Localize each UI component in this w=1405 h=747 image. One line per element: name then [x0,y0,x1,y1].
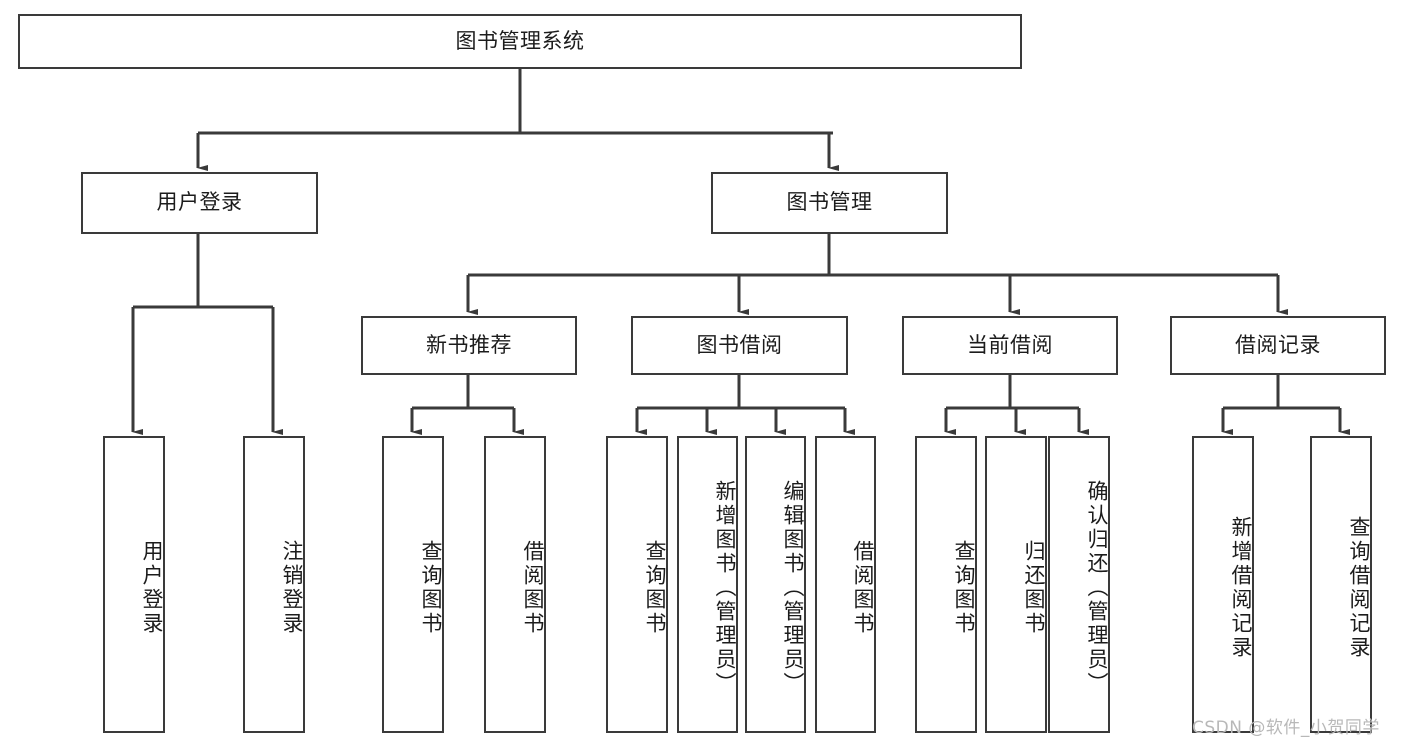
node-label: 借阅图书 [851,539,875,636]
leaf-user-login[interactable]: 用户登录 [103,436,165,733]
node-borrow-records[interactable]: 借阅记录 [1170,316,1386,375]
leaf-add-borrow-record[interactable]: 新增借阅记录 [1192,436,1254,733]
node-label: 借阅图书 [521,539,545,636]
node-label: 用户登录 [156,190,243,215]
node-root-book-management-system[interactable]: 图书管理系统 [18,14,1022,69]
leaf-query-borrow-record[interactable]: 查询借阅记录 [1310,436,1372,733]
node-book-borrowing[interactable]: 图书借阅 [631,316,848,375]
leaf-query-books-borrowing[interactable]: 查询图书 [606,436,668,733]
node-label: 查询图书 [952,539,976,636]
leaf-return-books[interactable]: 归还图书 [985,436,1047,733]
node-label: 编辑图书（管理员） [781,479,805,696]
node-label: 查询图书 [643,539,667,636]
node-book-management[interactable]: 图书管理 [711,172,948,234]
node-label: 查询借阅记录 [1347,515,1371,660]
node-current-borrowing[interactable]: 当前借阅 [902,316,1118,375]
node-new-book-recommendation[interactable]: 新书推荐 [361,316,577,375]
node-label: 借阅记录 [1235,332,1321,357]
node-label: 新增图书（管理员） [713,479,737,696]
node-label: 新增借阅记录 [1229,515,1253,660]
leaf-confirm-return-admin[interactable]: 确认归还（管理员） [1048,436,1110,733]
node-label: 图书管理系统 [455,28,585,53]
leaf-edit-book-admin[interactable]: 编辑图书（管理员） [745,436,806,733]
leaf-borrow-books-borrowing[interactable]: 借阅图书 [815,436,876,733]
node-label: 注销登录 [280,539,304,636]
node-user-login[interactable]: 用户登录 [81,172,318,234]
leaf-logout[interactable]: 注销登录 [243,436,305,733]
csdn-watermark: CSDN @软件_小贺同学 [1192,718,1380,738]
node-label: 用户登录 [140,539,164,636]
node-label: 新书推荐 [426,332,512,357]
node-label: 确认归还（管理员） [1085,479,1109,696]
node-label: 归还图书 [1022,539,1046,636]
node-label: 图书管理 [786,190,873,215]
node-label: 查询图书 [419,539,443,636]
leaf-query-books-recommendation[interactable]: 查询图书 [382,436,444,733]
leaf-add-book-admin[interactable]: 新增图书（管理员） [677,436,738,733]
leaf-borrow-books-recommendation[interactable]: 借阅图书 [484,436,546,733]
node-label: 当前借阅 [967,332,1053,357]
leaf-query-books-current[interactable]: 查询图书 [915,436,977,733]
node-label: 图书借阅 [696,332,783,357]
